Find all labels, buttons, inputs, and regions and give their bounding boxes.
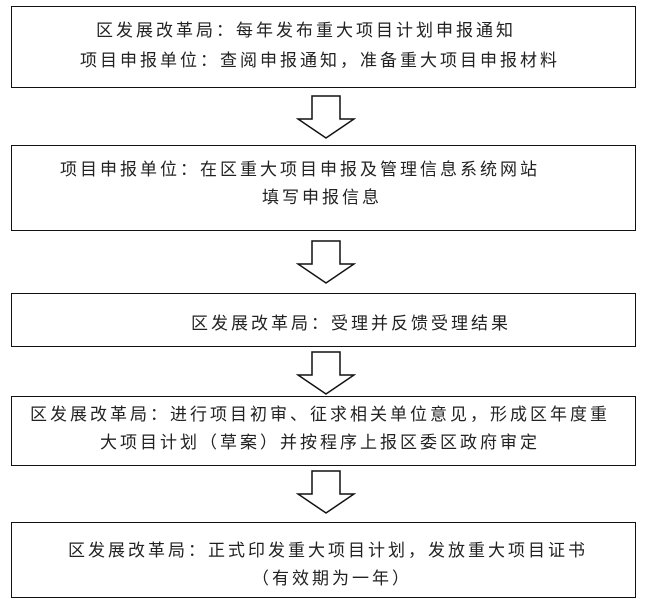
step-4-box: 区发展改革局：进行项目初审、征求相关单位意见，形成区年度重 大项目计划（草案）并…: [11, 396, 636, 466]
down-arrow-icon: [296, 470, 356, 514]
step-2-line-1: 项目申报单位：在区重大项目申报及管理信息系统网站: [60, 160, 540, 180]
down-arrow-icon: [296, 240, 356, 284]
step-4-line-2: 大项目计划（草案）并按程序上报区委区政府审定: [100, 433, 540, 453]
step-5-line-2: （有效期为一年）: [252, 569, 412, 589]
down-arrow-icon: [296, 95, 356, 139]
step-1-line-1: 区发展改革局：每年发布重大项目计划申报通知: [96, 21, 516, 41]
step-4-line-1: 区发展改革局：进行项目初审、征求相关单位意见，形成区年度重: [30, 405, 610, 425]
step-5-box: 区发展改革局：正式印发重大项目计划，发放重大项目证书 （有效期为一年）: [11, 522, 636, 598]
step-1-box: 区发展改革局：每年发布重大项目计划申报通知 项目申报单位：查阅申报通知，准备重大…: [11, 6, 636, 88]
down-arrow-icon: [296, 351, 356, 395]
step-3-box: 区发展改革局：受理并反馈受理结果: [11, 293, 636, 347]
step-5-line-1: 区发展改革局：正式印发重大项目计划，发放重大项目证书: [68, 541, 588, 561]
step-3-line-1: 区发展改革局：受理并反馈受理结果: [191, 314, 511, 334]
step-2-box: 项目申报单位：在区重大项目申报及管理信息系统网站 填写申报信息: [11, 145, 636, 231]
step-1-line-2: 项目申报单位：查阅申报通知，准备重大项目申报材料: [80, 51, 560, 71]
step-2-line-2: 填写申报信息: [262, 188, 382, 208]
